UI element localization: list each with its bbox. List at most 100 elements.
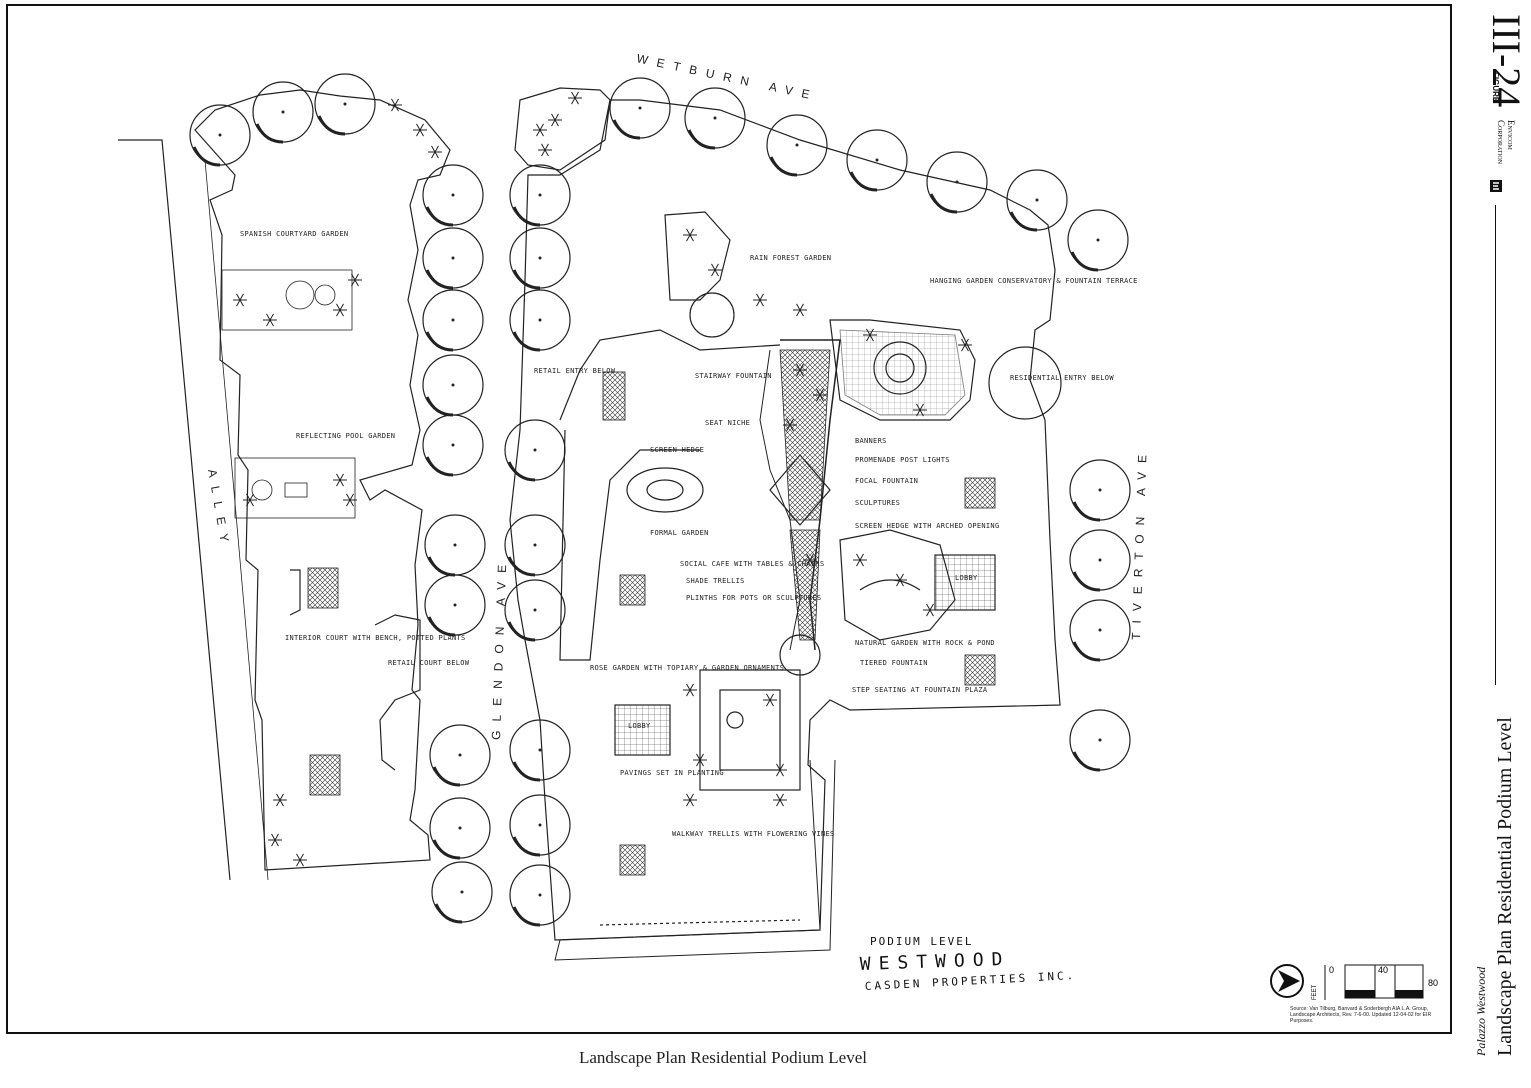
palm-plant — [273, 793, 287, 807]
interior-court-paving — [307, 567, 339, 609]
rose-garden-ornament — [726, 711, 744, 729]
tree-trunk-dot — [713, 116, 717, 120]
palm-plant — [263, 313, 277, 327]
tree-shadow — [432, 766, 461, 787]
palm-plant — [793, 363, 807, 377]
label-plinths: PLINTHS FOR POTS OR SCULPTURES — [686, 594, 821, 602]
south-plinth — [619, 844, 646, 876]
tree-trunk-dot — [1098, 628, 1102, 632]
walkway-trellis-posts — [599, 919, 801, 926]
spanish-planter — [314, 284, 336, 306]
tree-shadow — [512, 761, 541, 782]
tree-trunk-dot — [451, 383, 455, 387]
tree-trunk-dot — [458, 826, 462, 830]
label-seat-niche: SEAT NICHE — [705, 419, 750, 427]
tree-trunk-dot — [281, 110, 285, 114]
palm-plant — [813, 388, 827, 402]
formal-garden-center — [646, 479, 684, 501]
tree-trunk-dot — [955, 180, 959, 184]
palm-plant — [803, 553, 817, 567]
tree-shadow — [1072, 751, 1101, 772]
central-interior-edge-2 — [559, 429, 700, 661]
tree-trunk-dot — [1098, 558, 1102, 562]
tiered-fountain — [779, 634, 821, 676]
label-lobby-west: LOBBY — [628, 722, 651, 730]
palm-plant — [773, 793, 787, 807]
label-retail-entry: RETAIL ENTRY BELOW — [534, 367, 616, 375]
palm-plant — [958, 338, 972, 352]
tree-trunk-dot — [795, 143, 799, 147]
tree-shadow — [1072, 641, 1101, 662]
palm-plant — [293, 853, 307, 867]
label-formal-garden: FORMAL GARDEN — [650, 529, 709, 537]
tree-trunk-dot — [1035, 198, 1039, 202]
east-paving-south — [964, 654, 996, 686]
label-walkway-trellis: WALKWAY TRELLIS WITH FLOWERING VINES — [672, 830, 835, 838]
palm-plant — [753, 293, 767, 307]
tree-shadow — [432, 839, 461, 860]
palm-plant — [853, 553, 867, 567]
palm-plant — [763, 693, 777, 707]
tree-trunk-dot — [538, 318, 542, 322]
label-sculptures: SCULPTURES — [855, 499, 900, 507]
sidebar-rule — [1495, 205, 1496, 685]
palm-plant — [683, 793, 697, 807]
palm-plant — [413, 123, 427, 137]
figure-label: FIGURE — [1491, 72, 1500, 103]
label-pavings: PAVINGS SET IN PLANTING — [620, 769, 724, 777]
label-tiered-fountain: TIERED FOUNTAIN — [860, 659, 928, 667]
palm-plant — [548, 113, 562, 127]
figure-caption: Landscape Plan Residential Podium Level — [579, 1048, 867, 1067]
tree-shadow — [512, 269, 541, 290]
street-name-middle: GLENDON AVE — [489, 556, 509, 741]
label-spanish-courtyard: SPANISH COURTYARD GARDEN — [240, 230, 348, 238]
tree-trunk-dot — [638, 106, 642, 110]
tree-trunk-dot — [533, 543, 537, 547]
palm-plant — [693, 753, 707, 767]
envicom-logo-icon — [1490, 180, 1502, 192]
natural-garden-path — [859, 579, 921, 591]
tree-shadow — [507, 621, 536, 642]
retail-court-wall — [374, 614, 421, 771]
label-social-cafe: SOCIAL CAFE WITH TABLES & CHAIRS — [680, 560, 824, 568]
west-lobby-grid — [614, 704, 671, 756]
tree-shadow — [255, 123, 284, 144]
palm-plant — [708, 263, 722, 277]
drawing-frame — [6, 4, 1452, 1034]
palm-plant — [333, 473, 347, 487]
street-name-north: WETBURN AVE — [635, 51, 819, 103]
residential-entry — [988, 346, 1062, 420]
scale-bar: FEET 0 40 80 — [1312, 964, 1438, 1000]
tree-trunk-dot — [451, 318, 455, 322]
tree-trunk-dot — [538, 748, 542, 752]
tree-shadow — [427, 616, 456, 637]
company-name: Envicom Corporation — [1496, 120, 1516, 164]
label-residential-entry: RESIDENTIAL ENTRY BELOW — [1010, 374, 1114, 382]
tree-shadow — [425, 396, 454, 417]
tree-shadow — [1070, 251, 1099, 272]
fountain-terrace — [829, 319, 976, 421]
palm-plant — [923, 603, 937, 617]
palm-plant — [333, 303, 347, 317]
tree-shadow — [1072, 501, 1101, 522]
sidebar-project-name: Palazzo Westwood — [1474, 966, 1488, 1056]
tree-trunk-dot — [538, 893, 542, 897]
palm-plant — [893, 573, 907, 587]
label-reflecting-pool: REFLECTING POOL GARDEN — [296, 432, 395, 440]
palm-plant — [568, 91, 582, 105]
rain-forest-pool — [689, 292, 735, 338]
natural-garden — [839, 529, 956, 641]
tree-shadow — [507, 556, 536, 577]
north-arrow — [1270, 964, 1304, 998]
alley-inner-edge — [204, 159, 269, 881]
palm-plant — [233, 293, 247, 307]
street-name-west: ALLEY — [205, 468, 233, 552]
tree-trunk-dot — [533, 448, 537, 452]
tree-trunk-dot — [451, 256, 455, 260]
company-line2: Corporation — [1496, 120, 1506, 165]
label-interior-court: INTERIOR COURT WITH BENCH, POTTED PLANTS — [285, 634, 466, 642]
walkway-trellis — [554, 759, 836, 961]
label-hanging-garden: HANGING GARDEN CONSERVATORY & FOUNTAIN T… — [930, 277, 1138, 285]
palm-plant — [783, 418, 797, 432]
promenade-paving — [779, 349, 831, 521]
